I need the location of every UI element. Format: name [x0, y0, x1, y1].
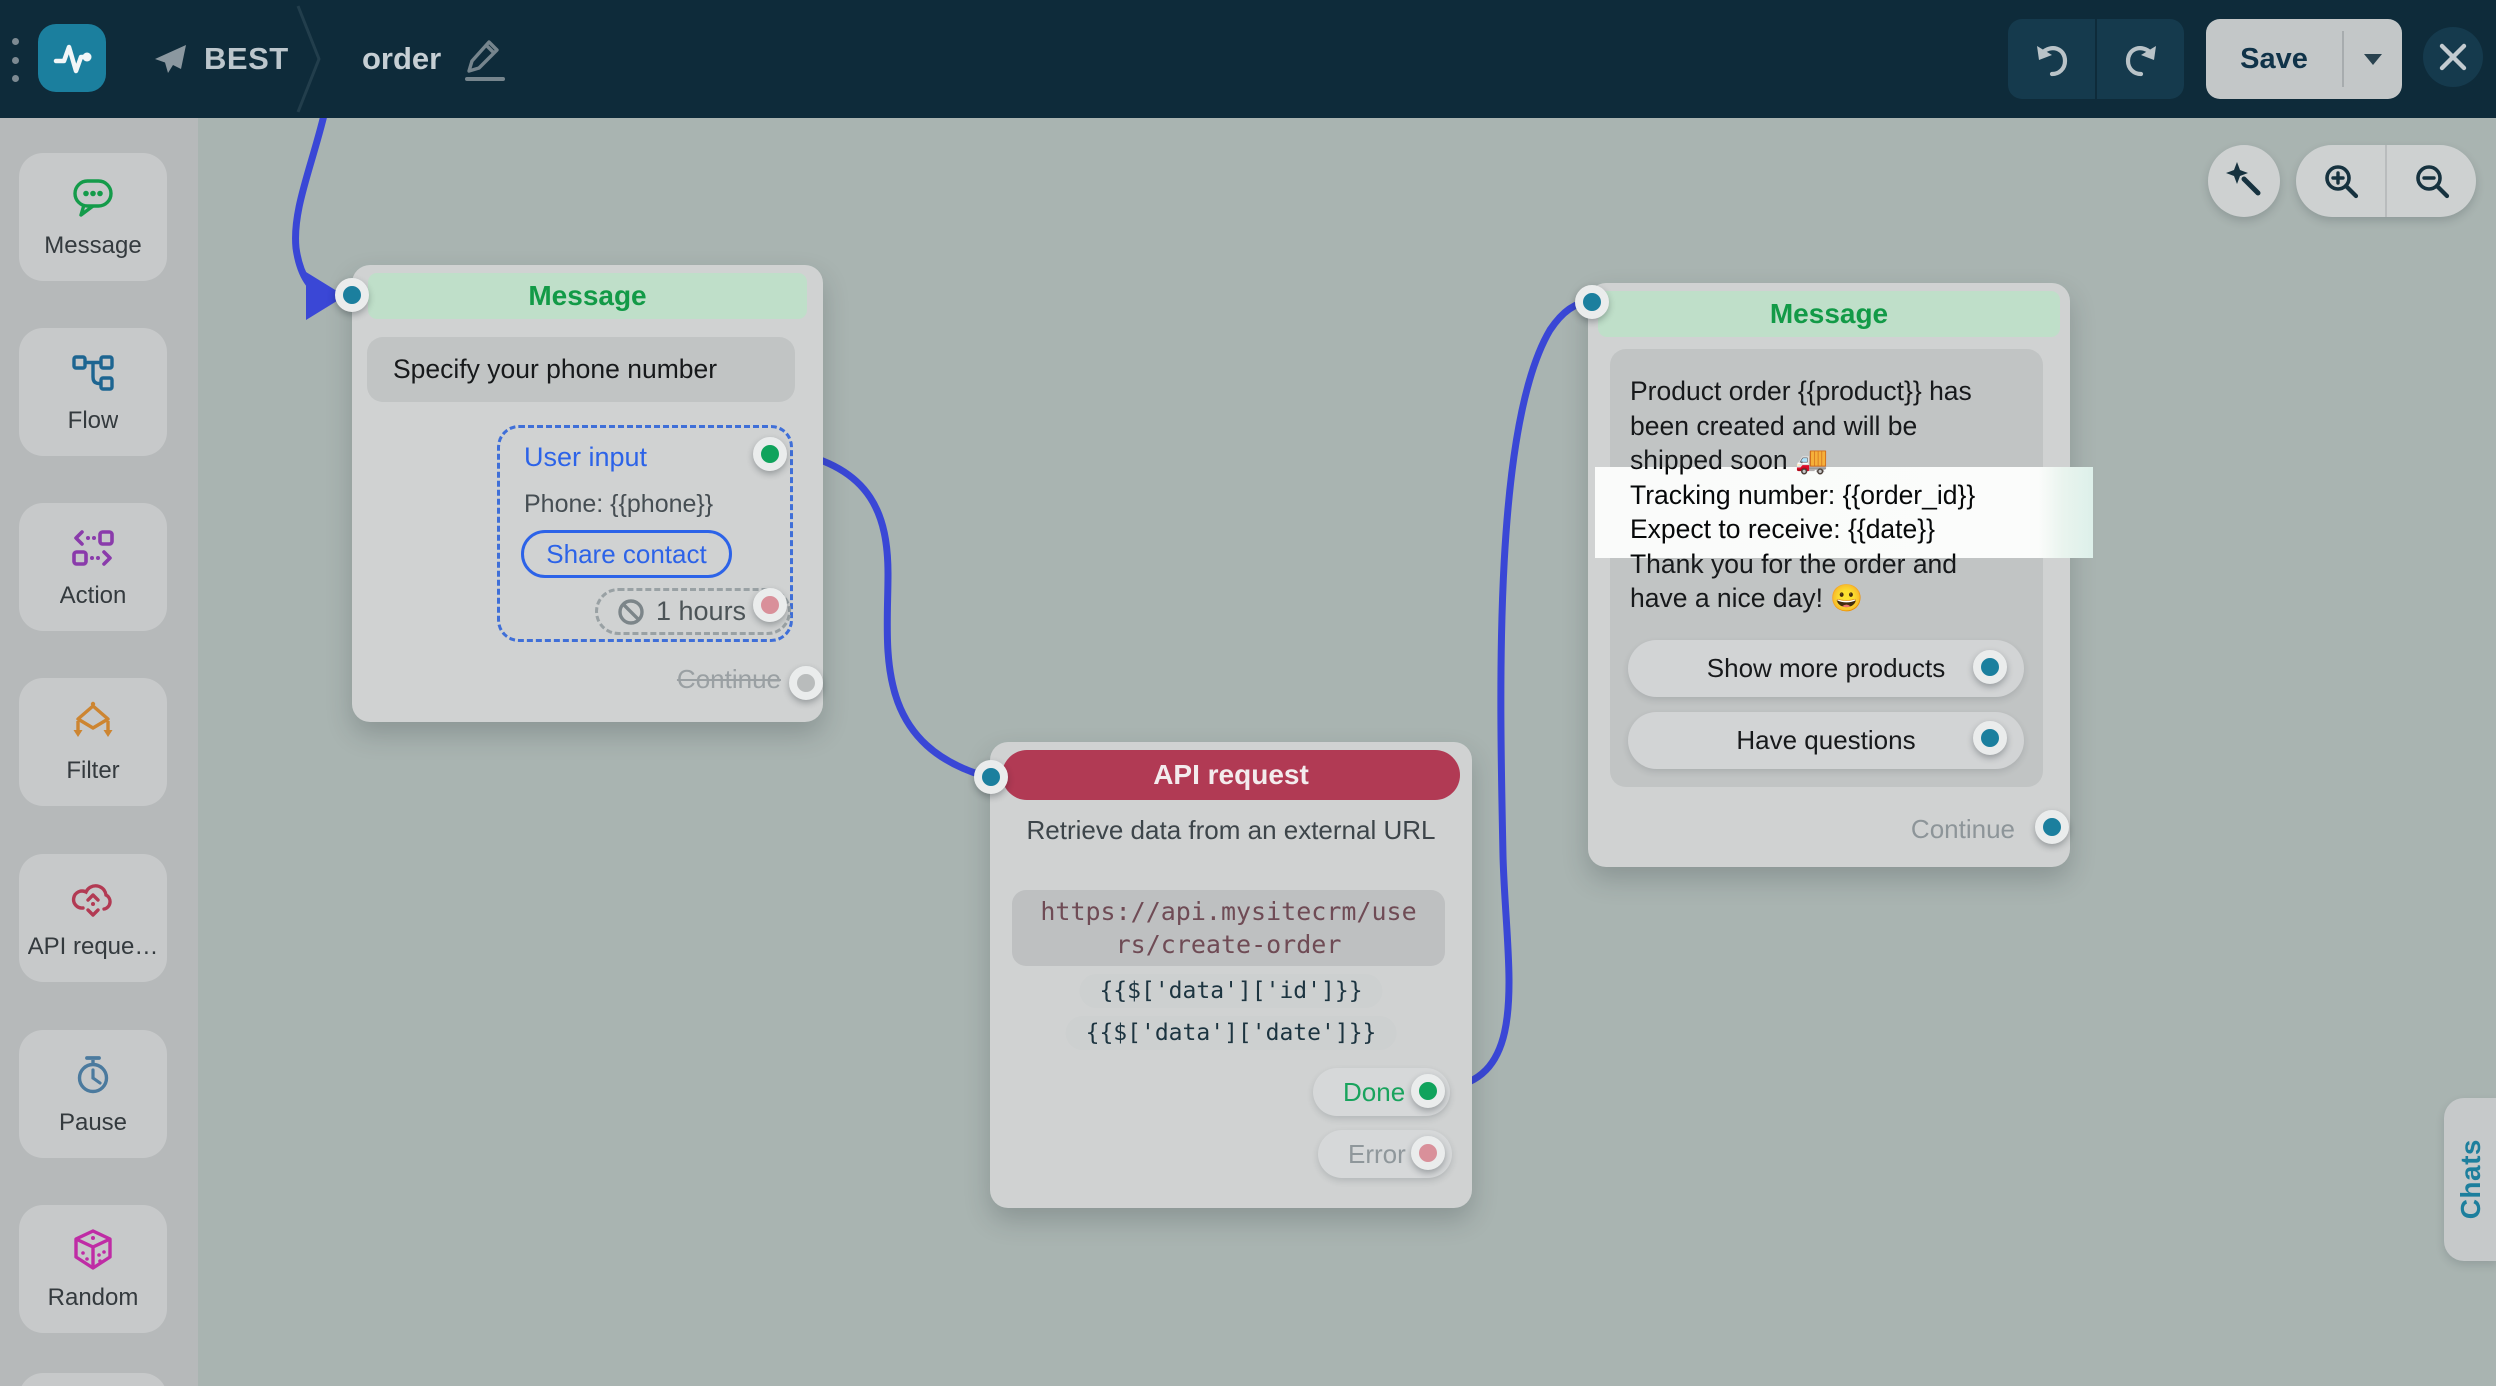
port-user-input[interactable]	[753, 437, 787, 471]
bot-breadcrumb[interactable]: BEST	[150, 0, 289, 118]
node-message-1[interactable]: Message Specify your phone number User i…	[352, 265, 823, 722]
node-header[interactable]: Message	[368, 273, 807, 319]
sidebar-item-action[interactable]: Action	[19, 503, 167, 631]
flow-title: order	[362, 41, 442, 76]
timeout-pill[interactable]: 1 hours	[595, 588, 791, 635]
menu-kebab-icon[interactable]	[12, 38, 22, 82]
api-description: Retrieve data from an external URL	[1026, 815, 1436, 845]
edge-arrowhead	[306, 272, 345, 320]
save-button[interactable]: Save	[2240, 42, 2308, 75]
port-timeout[interactable]	[753, 588, 787, 622]
user-input-block[interactable]: User input Phone: {{phone}} Share contac…	[497, 425, 793, 642]
no-entry-icon	[618, 598, 644, 625]
node-header[interactable]: Message	[1598, 291, 2060, 337]
app-logo[interactable]	[38, 24, 106, 92]
port-continue-message-1[interactable]	[789, 666, 823, 700]
port-in-message-2[interactable]	[1575, 285, 1609, 319]
port-in-message-1[interactable]	[335, 278, 369, 312]
node-title: Message	[1769, 298, 1889, 329]
node-header[interactable]: API request	[1002, 750, 1460, 800]
port-show-more-products[interactable]	[1973, 650, 2007, 684]
edit-pencil-icon[interactable]	[459, 34, 506, 84]
api-url: https://api.mysitecrm/users/create-order	[1040, 897, 1417, 959]
port-in-api-request[interactable]	[974, 760, 1008, 794]
node-api-request[interactable]: API request Retrieve data from an extern…	[990, 742, 1472, 1208]
message-text-bubble[interactable]: Product order {{product}} has been creat…	[1610, 349, 2043, 787]
undo-icon	[2036, 46, 2067, 77]
quick-reply-show-more-products[interactable]: Show more products	[1628, 640, 2024, 697]
continue-label: Continue	[676, 664, 781, 694]
redo-icon	[2125, 46, 2156, 77]
node-palette-sidebar: Message Flow Action Filte	[0, 118, 198, 1386]
sidebar-item-api-request[interactable]: API reque…	[19, 854, 167, 982]
undo-button[interactable]	[2008, 19, 2095, 99]
zoom-controls	[2296, 145, 2476, 217]
divider	[2385, 145, 2387, 217]
sidebar-item-partial[interactable]	[19, 1373, 167, 1386]
history-controls	[2008, 19, 2184, 99]
share-contact-button[interactable]: Share contact	[521, 530, 732, 578]
zoom-in-button[interactable]	[2296, 145, 2385, 217]
zoom-out-icon	[2415, 165, 2449, 199]
zoom-out-button[interactable]	[2387, 145, 2476, 217]
pulse-logo-icon	[53, 44, 92, 74]
sidebar-item-flow[interactable]: Flow	[19, 328, 167, 456]
pause-icon	[77, 1056, 109, 1094]
api-mapping-2[interactable]: {{$['data']['date']}}	[1065, 1016, 1397, 1050]
top-bar: BEST order	[0, 0, 2496, 118]
message-icon	[73, 179, 113, 217]
sidebar-item-filter[interactable]: Filter	[19, 678, 167, 806]
port-continue-message-2[interactable]	[2035, 810, 2069, 844]
magic-wand-icon	[2226, 162, 2261, 196]
user-input-title: User input	[524, 442, 648, 472]
node-message-2[interactable]: Message Product order {{product}} has be…	[1588, 283, 2070, 867]
port-error[interactable]	[1411, 1136, 1445, 1170]
save-split-button: Save	[2206, 19, 2402, 99]
user-input-variable: Phone: {{phone}}	[524, 490, 714, 518]
chevron-down-icon	[2364, 53, 2382, 65]
message-text-bubble[interactable]: Specify your phone number	[367, 337, 795, 402]
sidebar-item-message[interactable]: Message	[19, 153, 167, 281]
node-title: Message	[528, 280, 647, 311]
continue-label: Continue	[1910, 814, 2015, 844]
breadcrumb-chevron	[296, 5, 321, 113]
api-mapping-1[interactable]: {{$['data']['id']}}	[1079, 974, 1383, 1008]
zoom-in-icon	[2324, 165, 2358, 199]
message-text: Specify your phone number	[393, 354, 718, 384]
highlighted-text: Product order {{product}} has been creat…	[1630, 467, 1976, 558]
random-dice-icon	[74, 1229, 112, 1270]
filter-icon	[73, 701, 113, 737]
auto-arrange-button[interactable]	[2208, 145, 2280, 217]
close-icon	[2439, 43, 2467, 71]
chats-panel-tab[interactable]: Chats	[2444, 1098, 2496, 1261]
action-icon	[72, 530, 114, 566]
telegram-plane-icon	[155, 45, 186, 73]
sidebar-item-random[interactable]: Random	[19, 1205, 167, 1333]
port-done[interactable]	[1411, 1074, 1445, 1108]
timeout-label: 1 hours	[656, 596, 747, 626]
divider	[2095, 19, 2097, 99]
node-title: API request	[1153, 759, 1309, 790]
api-url-bubble[interactable]: https://api.mysitecrm/users/create-order	[1012, 890, 1445, 966]
divider	[2342, 31, 2344, 87]
api-request-icon	[71, 884, 112, 917]
sidebar-item-pause[interactable]: Pause	[19, 1030, 167, 1158]
save-dropdown-button[interactable]	[2344, 19, 2402, 99]
port-have-questions[interactable]	[1973, 721, 2007, 755]
chats-tab-label: Chats	[2455, 1139, 2486, 1220]
quick-reply-have-questions[interactable]: Have questions	[1628, 712, 2024, 769]
close-button[interactable]	[2423, 27, 2483, 87]
flow-icon	[72, 355, 114, 391]
redo-button[interactable]	[2097, 19, 2184, 99]
bot-name: BEST	[204, 41, 289, 76]
tutorial-highlight: Product order {{product}} has been creat…	[1595, 467, 2093, 558]
